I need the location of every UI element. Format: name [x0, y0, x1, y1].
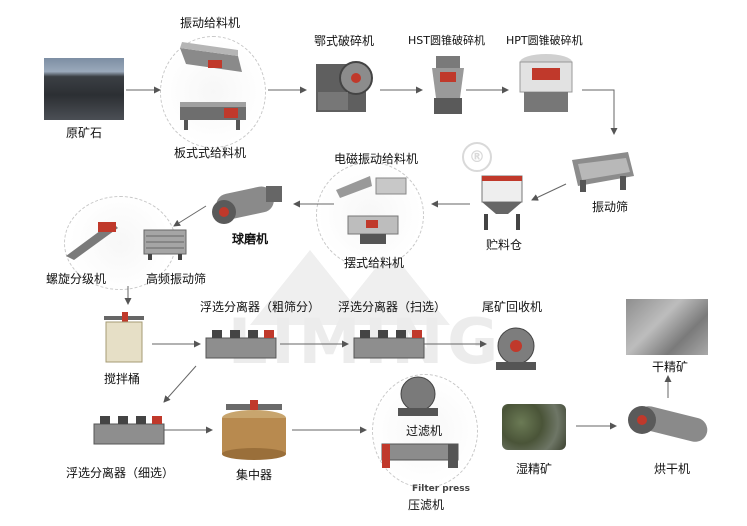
hpt-cone-crusher-image: [519, 54, 573, 112]
storage-bin-image: [481, 175, 523, 230]
arrow-hpt-to-screen: [582, 89, 618, 135]
label-filter-press-photo: Filter press: [412, 484, 470, 494]
wet-concentrate-photo: [502, 404, 566, 450]
label-jaw-crusher: 鄂式破碎机: [314, 34, 375, 48]
label-dry-concentrate: 干精矿: [652, 360, 689, 374]
agitation-tank-image: [104, 312, 144, 363]
label-vibrating-feeder: 振动给料机: [180, 16, 241, 30]
label-storage-bin: 贮料仓: [486, 238, 523, 252]
tailings-recovery-image: [496, 327, 536, 370]
label-filter: 过滤机: [406, 424, 443, 438]
registered-mark: ®: [462, 142, 492, 172]
label-vibrating-screen: 振动筛: [592, 200, 629, 214]
filter-image: [398, 376, 438, 416]
label-flotation-scav: 浮选分离器（扫选）: [338, 300, 447, 314]
label-plate-feeder: 板式式给料机: [174, 146, 247, 160]
swing-feeder-image: [347, 215, 399, 244]
jaw-crusher-image: [316, 61, 373, 112]
hf-vibrating-screen-image: [143, 229, 187, 260]
label-hf-screen: 高频振动筛: [146, 272, 207, 286]
label-spiral-classifier: 螺旋分级机: [46, 272, 107, 286]
plate-feeder-image: [180, 102, 246, 130]
label-ball-mill: 球磨机: [232, 232, 269, 246]
dry-concentrate-photo: [626, 299, 708, 355]
flotation-fine-image: [93, 416, 165, 445]
label-flotation-fine: 浮选分离器（细选）: [66, 466, 175, 480]
ball-mill-image: [212, 186, 282, 224]
flotation-rough-image: [205, 330, 277, 359]
label-swing-feeder: 摆式给料机: [344, 256, 405, 270]
em-vibrating-feeder-image: [336, 176, 407, 198]
dryer-image: [628, 406, 708, 442]
spiral-classifier-image: [66, 222, 118, 260]
arrow-screen-to-bin: [531, 183, 567, 201]
thickener-image: [222, 400, 286, 460]
label-hpt-cone: HPT圆锥破碎机: [506, 34, 583, 47]
label-dryer: 烘干机: [654, 462, 691, 476]
label-raw-ore: 原矿石: [66, 126, 103, 140]
filter-group-circle: [372, 374, 478, 488]
label-thickener: 集中器: [236, 468, 273, 482]
hst-cone-crusher-image: [432, 56, 464, 114]
label-hst-cone: HST圆锥破碎机: [408, 34, 485, 47]
label-wet-concentrate: 湿精矿: [516, 462, 553, 476]
filter-press-image: [381, 443, 459, 468]
arrow-mill-to-classifier: [173, 205, 207, 227]
label-filter-press: 压滤机: [408, 498, 445, 512]
label-flotation-rough: 浮选分离器（粗筛分）: [200, 300, 321, 314]
arrow-rough-to-fine: [163, 365, 197, 403]
vibrating-screen-image: [572, 152, 634, 192]
label-em-vibrating-feeder: 电磁振动给料机: [334, 152, 419, 166]
vibrating-feeder-image: [180, 42, 242, 72]
label-agitation-tank: 搅拌桶: [104, 372, 141, 386]
raw-ore-photo: [44, 58, 124, 120]
label-tailings-recovery: 尾矿回收机: [482, 300, 543, 314]
flotation-scav-image: [353, 330, 425, 359]
liming-logo-watermark: [250, 250, 450, 325]
